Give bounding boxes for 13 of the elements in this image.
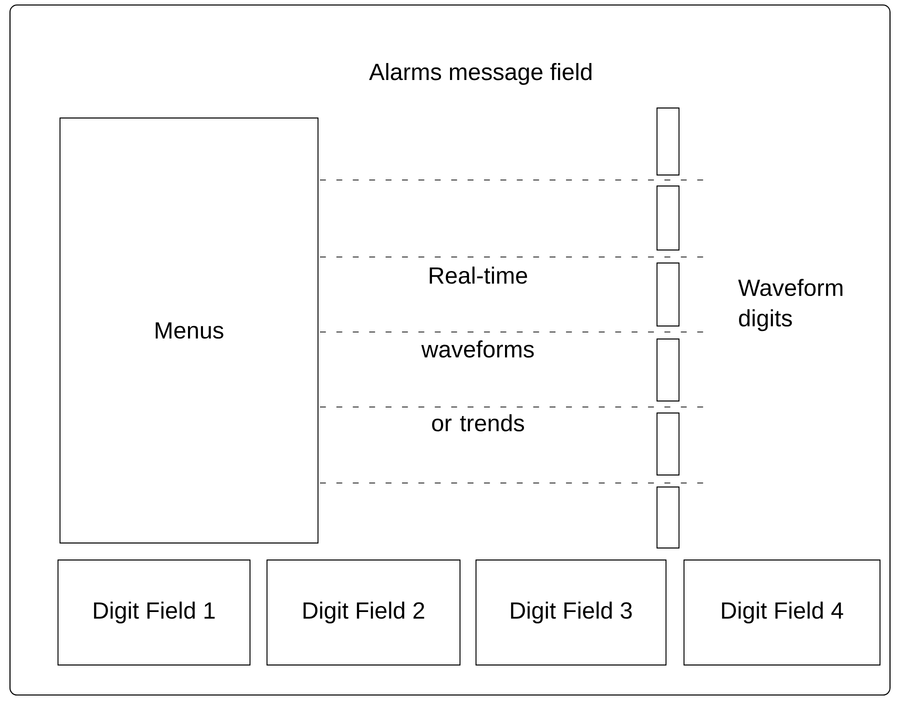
digit-field-box: Digit Field 1 [58, 560, 250, 666]
digit-field-box: Digit Field 2 [266, 560, 460, 666]
digit-bar [656, 486, 680, 548]
digit-bar [656, 412, 680, 476]
digit-bar [656, 108, 680, 176]
area-label: Waveform digits [738, 278, 842, 332]
digit-bar [656, 338, 680, 402]
digit-field-box: Digit Field 4 [684, 560, 880, 666]
digit-field-box: Digit Field 3 [476, 560, 666, 666]
area-label: Real-time waveforms or trends [421, 266, 534, 432]
menu-box: Menus [60, 118, 318, 544]
digit-bar [656, 262, 680, 326]
digit-bar [656, 186, 680, 250]
